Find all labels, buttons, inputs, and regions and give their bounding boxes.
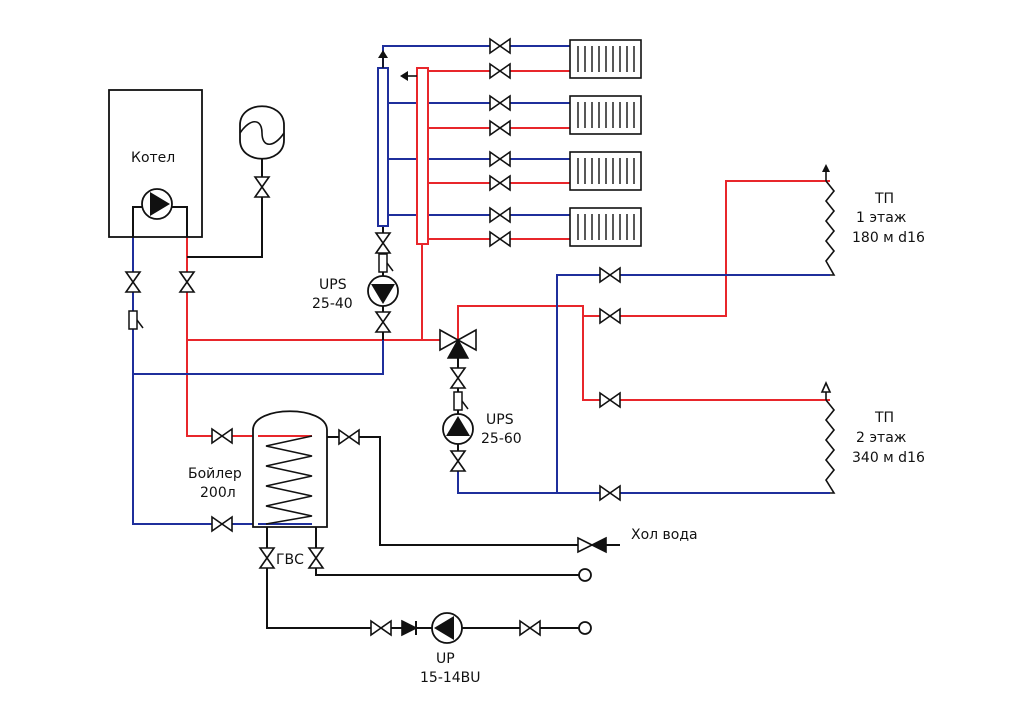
hot-water-tank <box>252 410 328 528</box>
tp2-label: ТП <box>874 410 894 426</box>
radiator-icon <box>569 39 642 79</box>
tp2-floor: 2 этаж <box>856 430 907 446</box>
ups-upper-label: UPS <box>319 277 347 293</box>
tank-volume: 200л <box>200 485 236 501</box>
lower-valve-top-icon <box>450 367 466 389</box>
tank-label: Бойлер <box>188 466 242 482</box>
dhw-valve-left-icon <box>259 547 275 569</box>
boiler-supply-valve-icon <box>179 271 195 293</box>
ups-lower-model: 25-60 <box>481 431 522 447</box>
valve-icon <box>489 207 511 223</box>
valve-icon <box>489 63 511 79</box>
cold-water-label: Хол вода <box>631 527 698 543</box>
coil-icon <box>265 435 313 525</box>
tank-valve-icon <box>254 176 270 198</box>
floor-loop-2-icon <box>820 381 836 494</box>
tp1-length: 180 м d16 <box>852 230 925 246</box>
return-filter-icon <box>128 310 144 330</box>
recirc-valve-icon <box>370 620 392 636</box>
supply-manifold <box>400 67 429 245</box>
ups-lower-label: UPS <box>486 412 514 428</box>
valve-icon <box>489 95 511 111</box>
recirc-outlet-valve-icon <box>519 620 541 636</box>
tap-icon <box>578 621 592 635</box>
lower-pump-icon <box>442 413 474 445</box>
valve-icon <box>489 151 511 167</box>
upper-valve-bottom-icon <box>375 311 391 333</box>
boiler-return-valve-icon <box>125 271 141 293</box>
lower-valve-bottom-icon <box>450 450 466 472</box>
dhw-valve-right-icon <box>308 547 324 569</box>
radiator-icon <box>569 207 642 247</box>
tp1-floor: 1 этаж <box>856 210 907 226</box>
boiler-label: Котел <box>131 150 175 166</box>
recirc-check-valve-icon <box>401 619 418 637</box>
boiler-pump-icon <box>141 188 173 220</box>
three-way-valve-icon <box>439 328 477 359</box>
valve-icon <box>599 485 621 501</box>
valve-icon <box>489 38 511 54</box>
valve-icon <box>599 267 621 283</box>
upper-pump-icon <box>367 275 399 307</box>
up-pump-model: 15-14BU <box>420 670 481 686</box>
valve-icon <box>489 231 511 247</box>
up-pump-label: UP <box>436 651 455 667</box>
ups-upper-model: 25-40 <box>312 296 353 312</box>
expansion-tank-icon <box>239 105 285 160</box>
floor-return-pipes <box>457 274 830 494</box>
tap-icon <box>578 568 592 582</box>
upper-valve-top-icon <box>375 232 391 254</box>
dhw-label: ГВС <box>276 552 304 568</box>
recirc-pump-icon <box>431 612 463 644</box>
lower-filter-icon <box>453 391 469 411</box>
check-valve-icon <box>577 536 607 554</box>
valve-icon <box>599 392 621 408</box>
valve-icon <box>599 308 621 324</box>
radiator-icon <box>569 95 642 135</box>
return-manifold <box>377 50 389 227</box>
valve-icon <box>489 120 511 136</box>
cold-inlet-valve-icon <box>338 429 360 445</box>
tp2-length: 340 м d16 <box>852 450 925 466</box>
boiler-supply-pipe <box>186 207 446 437</box>
radiator-icon <box>569 151 642 191</box>
tank-return-valve-icon <box>211 516 233 532</box>
tank-supply-valve-icon <box>211 428 233 444</box>
tp1-label: ТП <box>874 191 894 207</box>
upper-filter-icon <box>378 253 394 273</box>
floor-loop-1-icon <box>822 164 836 276</box>
valve-icon <box>489 175 511 191</box>
